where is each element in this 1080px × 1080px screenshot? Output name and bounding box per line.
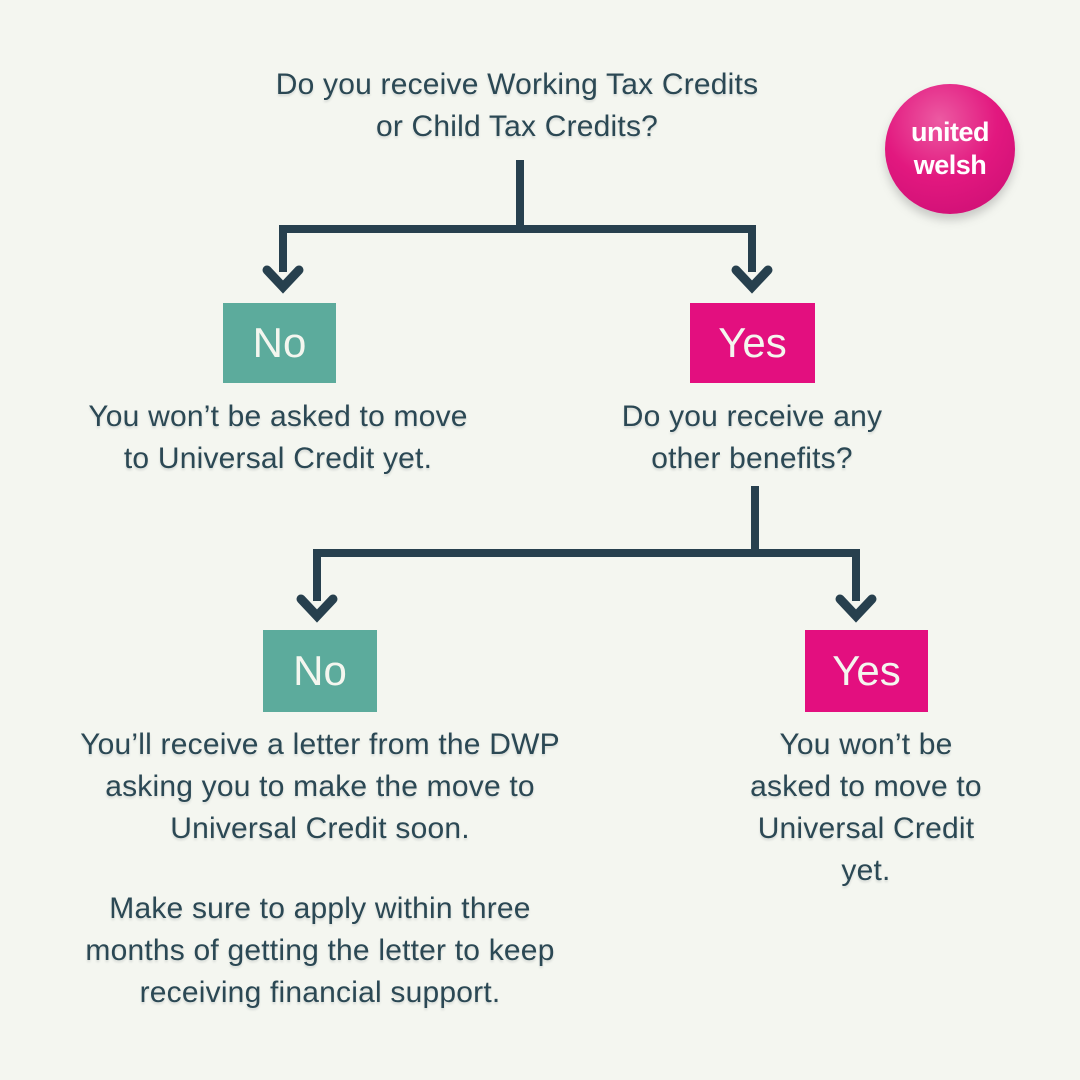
arrow-down-icon xyxy=(835,594,877,623)
result-no-2: You’ll receive a letter from the DWP ask… xyxy=(80,728,560,845)
question-other-benefits: Do you receive any other benefits? xyxy=(621,400,883,475)
result-yes-2: You won’t be asked to move to Universal … xyxy=(750,728,982,887)
answer-box-no-2: No xyxy=(263,630,377,712)
result-no-1: You won’t be asked to move to Universal … xyxy=(88,400,468,475)
question-tax-credits: Do you receive Working Tax Credits or Ch… xyxy=(275,68,759,143)
arrow-down-icon xyxy=(731,265,773,294)
answer-box-no-1: No xyxy=(223,303,336,383)
arrow-down-icon xyxy=(296,594,338,623)
united-welsh-logo: united welsh xyxy=(885,84,1015,214)
connector-level-1 xyxy=(262,160,773,294)
arrow-down-icon xyxy=(262,265,304,294)
note-apply-deadline: Make sure to apply within three months o… xyxy=(85,892,555,1009)
answer-box-yes-1: Yes xyxy=(690,303,815,383)
connector-level-2 xyxy=(296,486,877,623)
logo-text-line2: welsh xyxy=(913,150,987,180)
logo-text-line1: united xyxy=(911,117,990,147)
answer-box-yes-2: Yes xyxy=(805,630,928,712)
